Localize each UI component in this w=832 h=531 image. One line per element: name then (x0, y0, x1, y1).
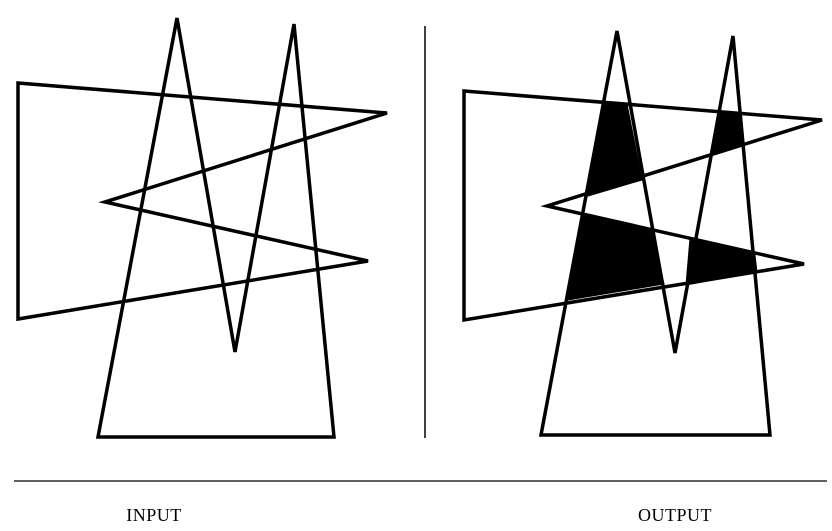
output-polygon-b (538, 30, 772, 437)
output-polygon-a (462, 89, 823, 323)
output-caption: OUTPUT (638, 505, 712, 525)
intersection-region-bottom-left (567, 213, 665, 301)
input-polygon-a (16, 81, 388, 322)
input-caption: INPUT (126, 505, 182, 525)
output-panel (462, 30, 823, 437)
input-polygon-b (95, 17, 336, 439)
input-panel (16, 17, 388, 439)
